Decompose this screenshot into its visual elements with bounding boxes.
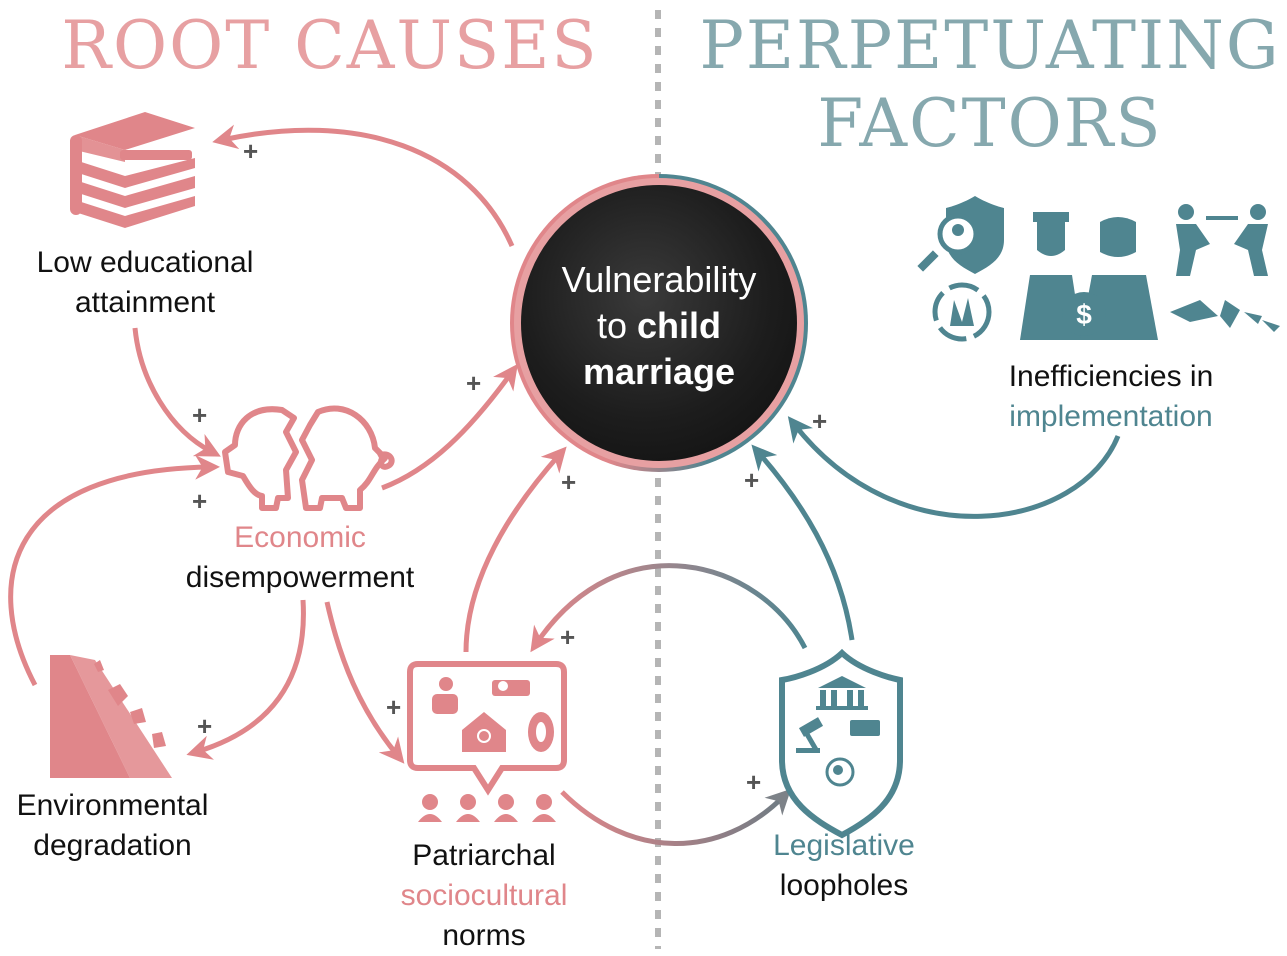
landslide-icon [50, 655, 172, 778]
books-icon [70, 112, 195, 228]
plus-sign: + [466, 368, 482, 398]
plus-sign: + [192, 400, 208, 430]
arrow-environment-to-economic [8, 454, 220, 687]
economic-line1: Economic [234, 521, 366, 554]
center-circle: Vulnerability to child marriage [514, 178, 804, 468]
center-line2-pre: to [596, 305, 637, 346]
arrow-education-to-economic [132, 327, 221, 457]
environment-label: Environmental degradation [0, 786, 225, 866]
arrow-patriarchal-to-center [463, 446, 567, 653]
plus-sign: + [243, 136, 259, 166]
sociocultural-norms-icon [407, 661, 567, 822]
plus-sign: + [197, 711, 213, 741]
plus-sign: + [812, 406, 828, 436]
arrow-inefficiencies-to-center [787, 416, 1121, 519]
legislative-label: Legislative loopholes [744, 826, 944, 906]
inefficiencies-line2: implementation [1009, 400, 1213, 433]
legislative-line1: Legislative [773, 829, 915, 862]
svg-text:$: $ [1076, 299, 1092, 330]
center-label: Vulnerability to child marriage [521, 257, 797, 395]
center-line2: to child [521, 303, 797, 349]
inefficiencies-label: Inefficiencies in implementation [980, 357, 1242, 437]
legislation-shield-icon [779, 648, 903, 839]
environment-line1: Environmental [16, 789, 209, 822]
arrow-legislative-to-center [751, 444, 855, 641]
arrow-legislative-to-patriarchal [530, 563, 808, 653]
perpetuating-factors-title-line1: PERPETUATING [699, 7, 1281, 84]
economic-label: Economic disempowerment [160, 518, 440, 598]
broken-piggy-bank-icon [222, 405, 395, 511]
arrow-economic-to-environment [186, 599, 306, 760]
legislative-line2: loopholes [779, 869, 909, 902]
center-line3: marriage [521, 349, 797, 395]
environment-line2: degradation [33, 829, 192, 862]
inefficiency-icons: $ [917, 196, 1280, 342]
perpetuating-factors-title-line2: FACTORS [817, 85, 1163, 162]
arrow-economic-to-patriarchal [324, 601, 405, 764]
center-line2-bold: child [637, 305, 722, 346]
education-label: Low educational attainment [15, 243, 275, 323]
plus-sign: + [744, 465, 760, 495]
plus-sign: + [192, 486, 208, 516]
root-causes-title: ROOT CAUSES [61, 7, 599, 84]
education-line1: Low educational [36, 246, 254, 279]
patriarchal-line2: sociocultural [400, 879, 568, 912]
center-line1: Vulnerability [561, 259, 757, 300]
plus-sign: + [560, 622, 576, 652]
center-line3-bold: marriage [582, 351, 736, 392]
plus-sign: + [386, 692, 402, 722]
plus-sign: + [561, 467, 577, 497]
education-line2: attainment [74, 286, 216, 319]
arrow-economic-to-center [381, 363, 518, 491]
inefficiencies-line1: Inefficiencies in [1008, 360, 1214, 393]
arrow-center-to-education [212, 124, 515, 248]
economic-line2: disempowerment [185, 561, 415, 594]
plus-sign: + [746, 767, 762, 797]
patriarchal-line1: Patriarchal [412, 839, 556, 872]
patriarchal-label: Patriarchal sociocultural norms [374, 836, 594, 956]
arrow-patriarchal-to-legislative [560, 788, 792, 846]
patriarchal-line3: norms [442, 919, 526, 952]
